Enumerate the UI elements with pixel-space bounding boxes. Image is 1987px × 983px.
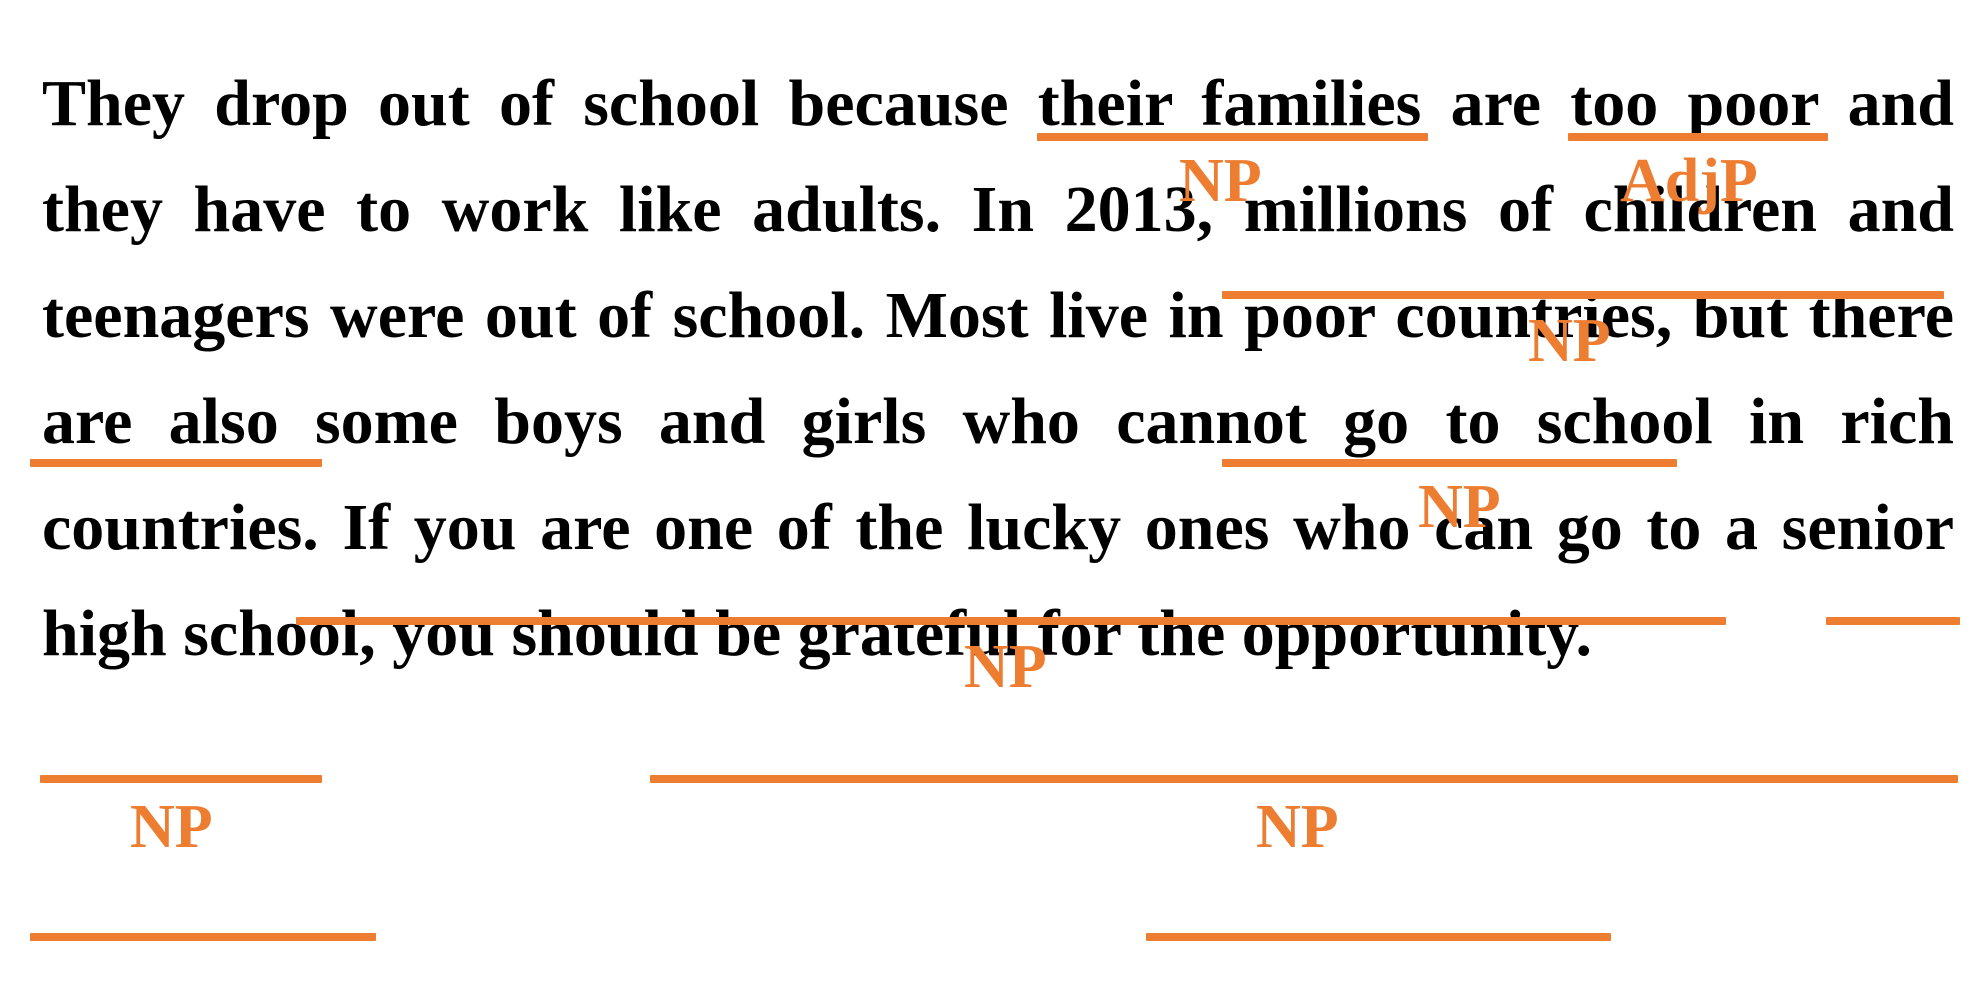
underline-too-poor (1568, 133, 1828, 141)
underline-countries (40, 775, 322, 783)
label-np-one-of-the-lucky-ones: NP (1256, 793, 1339, 861)
label-np-some-boys: NP (964, 633, 1047, 701)
text-line-6: high school, you should be grateful for … (42, 597, 1593, 670)
underline-millions-of-children-and (1222, 291, 1944, 299)
text-line-4: are also some boys and girls who cannot … (42, 385, 1954, 458)
text-line-5: countries. If you are one of the lucky o… (42, 491, 1954, 564)
label-np-their-families: NP (1179, 147, 1262, 215)
label-np-poor-countries: NP (1418, 473, 1501, 541)
label-np-millions: NP (1528, 307, 1611, 375)
text-line-2: they have to work like adults. In 2013, … (42, 173, 1954, 246)
label-np-rich-countries: NP (130, 793, 213, 861)
underline-poor-countries (1222, 459, 1677, 467)
underline-some-boys-and-girls (296, 617, 1726, 625)
underline-the-opportunity (1146, 933, 1611, 941)
text-line-1: They drop out of school because their fa… (42, 67, 1954, 140)
text-line-3: teenagers were out of school. Most live … (42, 279, 1954, 352)
underline-teenagers (30, 459, 322, 467)
underline-one-of-the-lucky-ones (650, 775, 1958, 783)
underline-rich (1826, 617, 1960, 625)
underline-high-school (30, 933, 376, 941)
label-adjp-too-poor: AdjP (1620, 147, 1758, 215)
underline-their-families (1037, 133, 1428, 141)
